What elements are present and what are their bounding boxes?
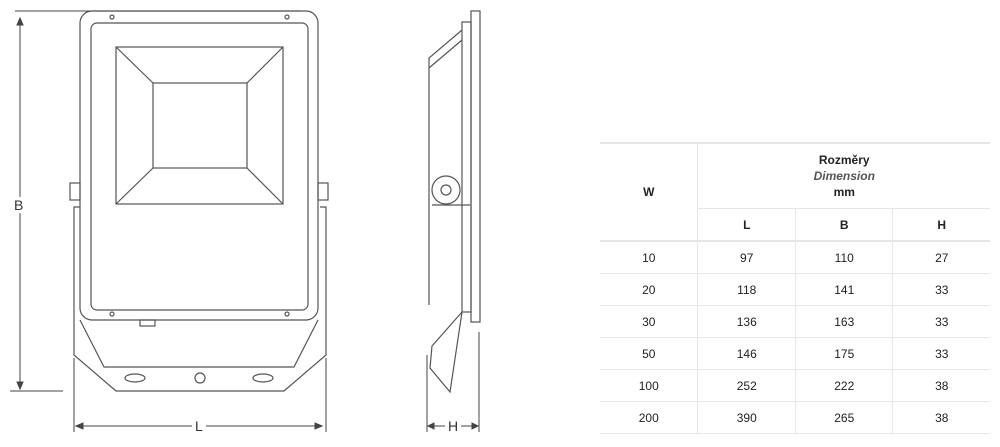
- dimension-label-h: H: [445, 418, 462, 434]
- group-title: Rozměry: [818, 153, 870, 167]
- table-cell: 20: [600, 273, 699, 306]
- table-cell: 97: [697, 240, 796, 274]
- table-cell: 141: [794, 273, 894, 306]
- header-dimension-group: Rozměry Dimension mm: [697, 142, 990, 209]
- table-cell: 33: [892, 305, 990, 338]
- table-cell: 136: [697, 305, 796, 338]
- header-w: W: [600, 142, 699, 242]
- table-cell: 265: [794, 401, 894, 434]
- table-cell: 175: [794, 337, 894, 370]
- table-cell: 38: [892, 401, 990, 434]
- table-cell: 222: [794, 369, 894, 402]
- side-view: [428, 10, 481, 394]
- table-cell: 27: [892, 240, 990, 274]
- group-subtitle: Dimension: [813, 169, 875, 183]
- table-cell: 38: [892, 369, 990, 402]
- table-cell: 30: [600, 305, 699, 338]
- table-cell: 390: [697, 401, 796, 434]
- table-cell: 33: [892, 337, 990, 370]
- front-view: [69, 10, 329, 392]
- header-h: H: [892, 208, 990, 242]
- table-cell: 200: [600, 401, 699, 434]
- table-cell: 163: [794, 305, 894, 338]
- dimension-label-b: B: [11, 197, 27, 213]
- table-cell: 146: [697, 337, 796, 370]
- header-b: B: [794, 208, 894, 242]
- floodlight-technical-drawing: [10, 10, 481, 432]
- table-cell: 118: [697, 273, 796, 306]
- header-l: L: [697, 208, 796, 242]
- table-cell: 10: [600, 240, 699, 274]
- table-cell: 100: [600, 369, 699, 402]
- table-cell: 252: [697, 369, 796, 402]
- table-cell: 50: [600, 337, 699, 370]
- group-unit: mm: [833, 185, 855, 199]
- table-cell: 33: [892, 273, 990, 306]
- table-cell: 110: [794, 240, 894, 274]
- dimension-label-l: L: [192, 418, 206, 434]
